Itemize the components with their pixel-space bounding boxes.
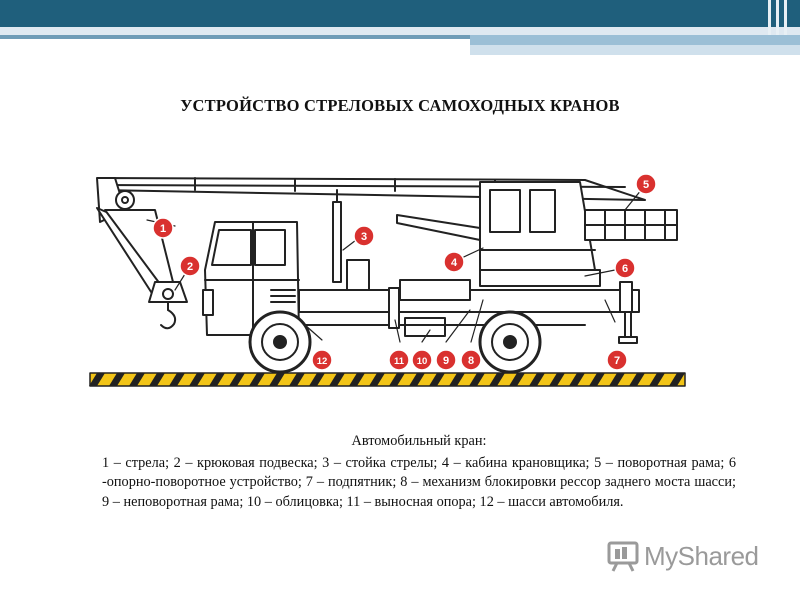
lift-cylinder [396,214,481,241]
marker-11: 11 [388,349,410,371]
caption-heading: Автомобильный кран: [351,433,487,449]
front-wheel [248,310,312,374]
watermark: MyShared [606,536,776,576]
marker-4: 4 [443,251,465,273]
header-accent-fade [470,45,800,55]
header-accent-block [470,35,800,45]
truck-cab [202,221,300,336]
marker-3-label: 3 [361,231,367,243]
header-dark-stripe [0,0,800,27]
marker-8-label: 8 [468,355,474,367]
number-markers: 1 2 3 4 5 6 7 8 [152,173,657,371]
marker-9-label: 9 [443,355,449,367]
caption: Автомобильный кран: 1 – стрела; 2 – крюк… [102,432,736,512]
header-thin-stripe [0,35,470,39]
outriggers [388,281,638,344]
operator-cabin [479,181,601,287]
marker-10-label: 10 [417,356,428,367]
marker-8: 8 [460,349,482,371]
marker-2: 2 [179,255,201,277]
header-band [0,0,800,55]
marker-7-label: 7 [614,355,620,367]
marker-4-label: 4 [451,257,458,269]
marker-7: 7 [606,349,628,371]
myshared-logo-icon [607,541,639,572]
rotating-frame [584,209,678,241]
marker-6-label: 6 [622,263,628,275]
marker-11-label: 11 [394,356,405,367]
marker-5: 5 [635,173,657,195]
chassis-frame [298,279,640,337]
watermark-text: MyShared [644,540,759,571]
header-light-stripe [0,27,800,35]
caption-body: 1 – стрела; 2 – крюковая подвеска; 3 – с… [102,454,736,510]
ground-stripe [89,372,686,387]
marker-2-label: 2 [187,261,193,273]
marker-10: 10 [411,349,433,371]
crane-diagram: 1 2 3 4 5 6 7 8 [89,173,686,387]
page-title: УСТРОЙСТВО СТРЕЛОВЫХ САМОХОДНЫХ КРАНОВ [180,96,620,115]
marker-1: 1 [152,217,174,239]
rear-wheel [478,310,542,374]
hook-block [148,281,188,330]
marker-6: 6 [614,257,636,279]
marker-9: 9 [435,349,457,371]
marker-12-label: 12 [317,356,328,367]
marker-1-label: 1 [160,223,166,235]
marker-5-label: 5 [643,179,649,191]
marker-3: 3 [353,225,375,247]
header-dividers [768,0,787,35]
marker-12: 12 [311,349,333,371]
